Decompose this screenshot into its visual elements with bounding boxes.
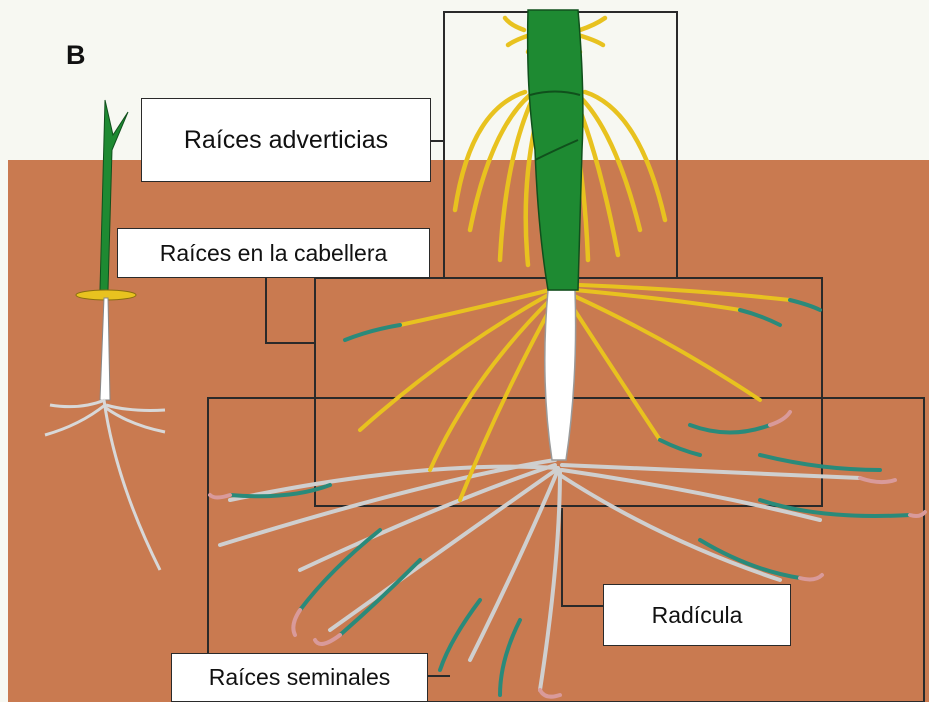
label-radicle: Radícula (603, 584, 791, 646)
label-root-hairs: Raíces en la cabellera (117, 228, 430, 278)
label-adventitious-roots: Raíces adverticias (141, 98, 431, 182)
panel-letter: B (66, 40, 86, 71)
label-seminal-roots: Raíces seminales (171, 653, 428, 702)
